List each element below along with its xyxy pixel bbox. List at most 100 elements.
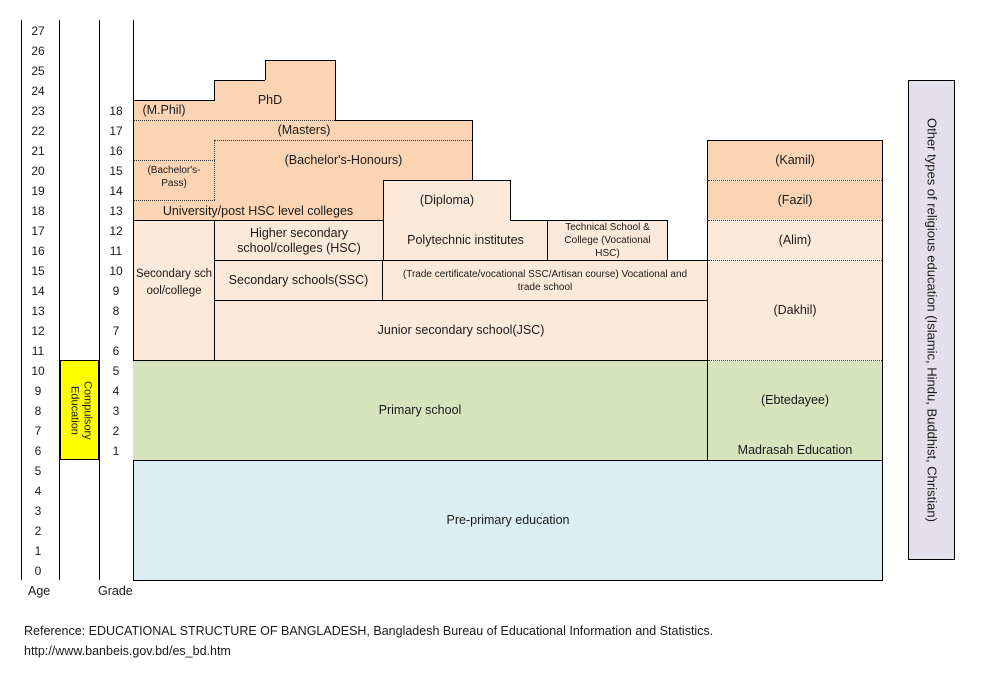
dotted-divider [134,200,215,201]
dotted-divider [215,140,472,141]
age-tick: 21 [31,144,45,158]
dotted-divider [708,260,882,261]
grade-tick: 2 [112,424,120,438]
age-tick: 11 [31,344,45,358]
age-tick: 8 [34,404,42,418]
dotted-divider [708,180,882,181]
age-tick: 17 [31,224,45,238]
age-tick: 16 [31,244,45,258]
age-tick: 23 [31,104,45,118]
diploma-block [383,180,511,220]
grade-tick: 14 [109,184,123,198]
phd-outline-2 [214,80,265,81]
age-tick: 20 [31,164,45,178]
madrasah-column [707,140,883,461]
diploma-label: (Diploma) [419,193,475,207]
jsc-block: Junior secondary school(JSC) [215,300,707,360]
phd-outline-1 [214,80,215,100]
ssc-block: Secondary schools(SSC) [215,260,383,300]
age-tick: 10 [31,364,45,378]
dotted-divider [708,360,882,361]
reference-line-1: Reference: EDUCATIONAL STRUCTURE OF BANG… [24,624,714,638]
chart-left-line [133,20,134,580]
dotted-divider [214,140,215,200]
madrasah-label: Madrasah Education [708,440,882,460]
phd-label: PhD [257,93,283,107]
technical-school-block: Technical School & College (Vocational H… [547,220,668,260]
primary-school-block: Primary school [133,360,708,460]
age-tick: 22 [31,124,45,138]
age-tick: 25 [31,64,45,78]
secondary-top-line [133,220,216,221]
dakhil-block: (Dakhil) [708,261,882,360]
masters-outline-2 [472,120,473,180]
grade-tick: 11 [109,244,123,258]
age-tick: 18 [31,204,45,218]
grade-tick: 3 [112,404,120,418]
bachelor-pass-label: (Bachelor's-Pass) [147,165,201,189]
age-tick: 13 [31,304,45,318]
compulsory-education-label: Compulsory Education [68,380,94,440]
fazil-block: (Fazil) [708,181,882,220]
phd-block-upper [265,60,335,80]
age-tick: 0 [34,564,42,578]
masters-outline-1 [335,120,473,121]
compulsory-left-line [59,20,60,580]
age-tick: 2 [34,524,42,538]
age-tick: 3 [34,504,42,518]
grade-tick: 10 [109,264,123,278]
age-tick: 24 [31,84,45,98]
grade-tick: 8 [112,304,120,318]
grade-tick: 17 [109,124,123,138]
dotted-divider [134,120,335,121]
religious-education-label: Other types of religious education (Isla… [924,118,940,522]
university-label: University/post HSC level colleges [162,204,354,218]
compulsory-education-box: Compulsory Education [60,360,99,460]
kamil-block: (Kamil) [708,141,882,180]
grade-tick: 18 [109,104,123,118]
phd-outline-5 [335,60,336,120]
age-tick: 14 [31,284,45,298]
age-label: Age [28,584,51,598]
age-tick: 26 [31,44,45,58]
age-tick: 4 [34,484,42,498]
grade-tick: 9 [112,284,120,298]
grade-tick: 16 [109,144,123,158]
grade-tick: 12 [109,224,123,238]
religious-education-box: Other types of religious education (Isla… [908,80,955,560]
grade-tick: 6 [112,344,120,358]
age-axis-line [21,20,22,580]
hsc-block: Higher secondary school/colleges (HSC) [215,220,383,260]
age-tick: 9 [34,384,42,398]
reference-url[interactable]: http://www.banbeis.gov.bd/es_bd.htm [24,644,231,658]
trade-block: (Trade certificate/vocational SSC/Artisa… [383,260,707,300]
grade-tick: 5 [112,364,120,378]
grade-tick: 4 [112,384,120,398]
dotted-divider [134,160,215,161]
ebtedayee-block: (Ebtedayee) [708,361,882,440]
phd-block-lower [215,80,335,120]
grade-tick: 1 [112,444,120,458]
grade-axis-line [99,20,100,580]
age-tick: 12 [31,324,45,338]
age-tick: 7 [34,424,42,438]
age-tick: 27 [31,24,45,38]
age-tick: 6 [34,444,42,458]
phd-outline-3 [265,60,266,80]
grade-tick: 13 [109,204,123,218]
grade-tick: 7 [112,324,120,338]
age-tick: 19 [31,184,45,198]
secondary-college-label: Secondary school/college [135,268,213,297]
grade-tick: 15 [109,164,123,178]
polytechnic-label: Polytechnic institutes [407,233,524,247]
tertiary-outline [133,100,215,101]
age-tick: 15 [31,264,45,278]
bachelor-honours-label: (Bachelor's-Honours) [284,153,403,167]
grade-label: Grade [98,584,133,598]
phd-outline-4 [265,60,335,61]
mphil-label: (M.Phil) [142,103,186,117]
dotted-divider [708,220,882,221]
secondary-college-block [134,220,215,360]
pre-primary-block: Pre-primary education [133,460,883,581]
age-tick: 1 [34,544,42,558]
